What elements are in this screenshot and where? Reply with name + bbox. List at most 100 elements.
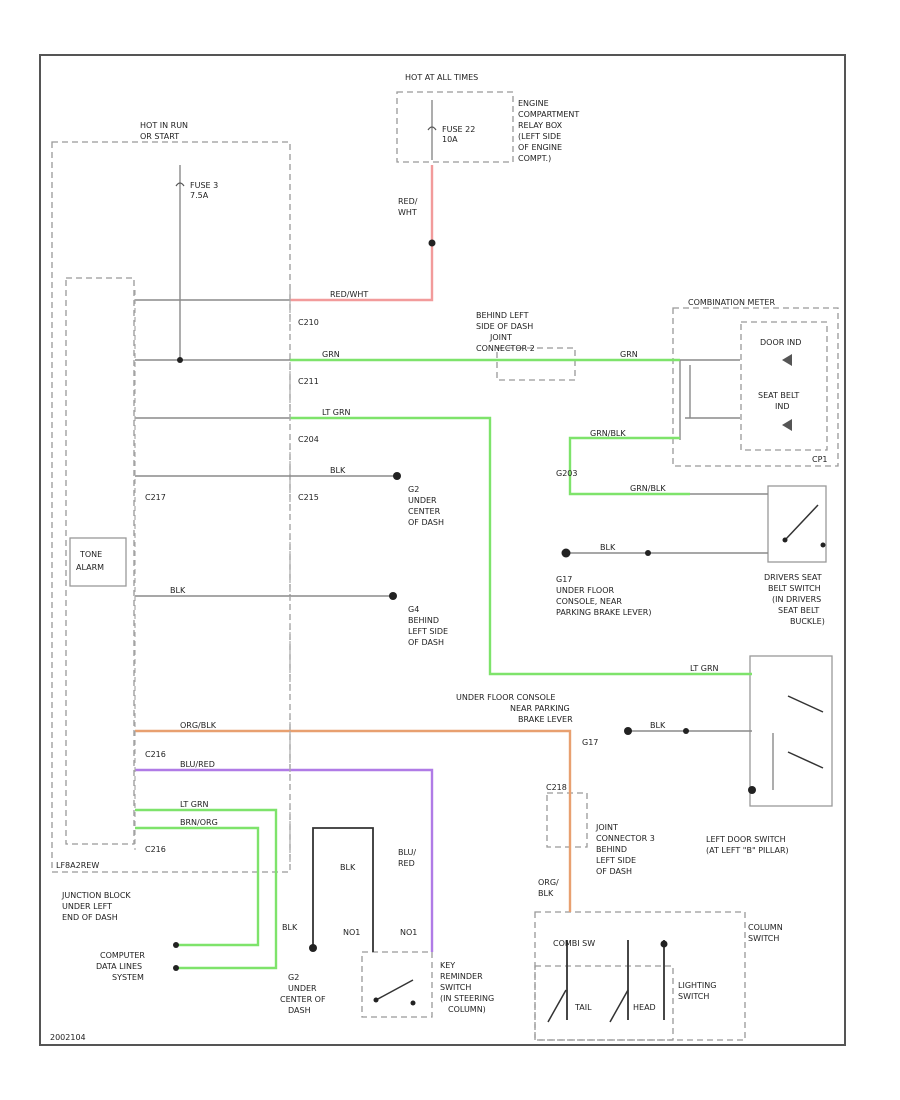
lt-grn-data-line (135, 808, 278, 970)
drivers-seat-label-5: BUCKLE) (790, 617, 825, 626)
g4-label-2: LEFT SIDE (408, 627, 448, 636)
seatbelt-switch-blade (784, 504, 819, 541)
key-switch-contact (410, 1000, 416, 1006)
g4-label-1: BEHIND (408, 616, 439, 625)
g2-label-2: CENTER (408, 507, 441, 516)
key-reminder-label-3: SWITCH (440, 983, 471, 992)
engine-box-label-3: RELAY BOX (518, 121, 563, 130)
red-wht-vertical-label-1: RED/ (398, 197, 418, 206)
meter-inner-outline (740, 321, 828, 451)
red-wht-wire (290, 165, 434, 302)
g4-label-3: OF DASH (408, 638, 444, 647)
joint2-label-4: CONNECTOR 2 (476, 344, 535, 353)
joint-connector-3-outline (546, 792, 588, 848)
g2b-ground-dot (309, 944, 317, 952)
g17-ground-dot (561, 548, 571, 558)
fuse22-icon (427, 126, 437, 131)
splice-dot-fuse3 (177, 357, 183, 363)
seat-belt-ind-icon (782, 419, 792, 431)
computer-label-2: DATA LINES (96, 962, 142, 971)
g2-label: G2 (408, 485, 419, 494)
head-label: HEAD (633, 1003, 656, 1012)
no1-label-1: NO1 (343, 928, 360, 937)
g4-ground-dot (389, 592, 397, 600)
g17-label-1: G17 (556, 575, 572, 584)
junction-label-1: JUNCTION BLOCK (61, 891, 131, 900)
data-line-dot-1 (173, 942, 179, 948)
under-floor-label-3: BRAKE LEVER (518, 715, 573, 724)
g2b-label-2: CENTER OF (280, 995, 326, 1004)
under-floor-label-2: NEAR PARKING (510, 704, 570, 713)
g2-label-1: UNDER (408, 496, 437, 505)
engine-box-label-1: ENGINE (518, 99, 549, 108)
combination-meter-outline (672, 307, 839, 467)
c211-label: C211 (298, 377, 319, 386)
engine-box-label-4: (LEFT SIDE (518, 132, 561, 141)
g2-label-3: OF DASH (408, 518, 444, 527)
g2-ground-dot (393, 472, 401, 480)
junction-tag-label: LF8A2REW (56, 861, 99, 870)
grn-wire-label-meter: GRN (620, 350, 638, 359)
engine-box-label-5: OF ENGINE (518, 143, 562, 152)
c215-label: C215 (298, 493, 319, 502)
hot-in-run-label-2: OR START (140, 132, 179, 141)
key-reminder-label-5: COLUMN) (448, 1005, 486, 1014)
column-sw-blade-2 (609, 989, 629, 1023)
c216-label-a: C216 (145, 750, 166, 759)
drivers-seat-label-1: DRIVERS SEAT (764, 573, 822, 582)
c216-label-b: C216 (145, 845, 166, 854)
computer-label-1: COMPUTER (100, 951, 145, 960)
blu-red-vertical-label-2: RED (398, 859, 415, 868)
tone-alarm-label-2: ALARM (76, 563, 104, 572)
splice-dot-red (428, 239, 436, 247)
org-blk-vertical-label-2: BLK (538, 889, 554, 898)
joint3-label-1: JOINT (595, 823, 618, 832)
key-reminder-label-2: REMINDER (440, 972, 483, 981)
key-reminder-label-1: KEY (440, 961, 455, 970)
g2b-label-1: UNDER (288, 984, 317, 993)
left-door-label-1: LEFT DOOR SWITCH (706, 835, 786, 844)
g203-label: G203 (556, 469, 577, 478)
column-sw-dot (660, 940, 668, 948)
blk-wire-label-g4: BLK (170, 586, 186, 595)
c217-label: C217 (145, 493, 166, 502)
g17b-ground-dot (624, 727, 632, 735)
joint2-label-3: JOINT (489, 333, 512, 342)
junction-label-2: UNDER LEFT (62, 902, 112, 911)
lt-grn-data-wire-label: LT GRN (180, 800, 209, 809)
seat-belt-ind-label-1: SEAT BELT (758, 391, 799, 400)
c210-label: C210 (298, 318, 319, 327)
door-switch-blade-1 (787, 695, 824, 713)
grn-wire-label: GRN (322, 350, 340, 359)
seatbelt-switch-pivot (782, 537, 788, 543)
tone-alarm-box (69, 537, 127, 587)
fuse22-label: FUSE 22 (442, 125, 475, 134)
g17-splice-dot (645, 550, 651, 556)
g17-label-2: UNDER FLOOR (556, 586, 615, 595)
c204-label: C204 (298, 435, 319, 444)
lt-grn-wire-label-door: LT GRN (690, 664, 719, 673)
org-blk-wire (135, 729, 572, 912)
blu-red-wire (135, 768, 434, 952)
door-switch-ground-dot (748, 786, 756, 794)
blk-wire-label-g2: BLK (330, 466, 346, 475)
joint3-label-2: CONNECTOR 3 (596, 834, 655, 843)
drivers-seat-belt-switch-box (767, 485, 827, 563)
left-door-switch-box (749, 655, 833, 807)
lighting-switch-label-1: LIGHTING (678, 981, 716, 990)
footer-tag-label: 2002104 (50, 1033, 86, 1042)
computer-label-3: SYSTEM (112, 973, 144, 982)
cp1-label: CP1 (812, 455, 828, 464)
column-switch-label-1: COLUMN (748, 923, 783, 932)
key-reminder-switch-outline (361, 951, 433, 1018)
joint2-label-2: SIDE OF DASH (476, 322, 533, 331)
key-switch-blade (375, 979, 414, 1001)
column-switch-label-2: SWITCH (748, 934, 779, 943)
key-reminder-label-4: (IN STEERING (440, 994, 494, 1003)
g17-label-4: PARKING BRAKE LEVER) (556, 608, 651, 617)
joint-connector-2-outline (496, 347, 576, 381)
engine-box-label-2: COMPARTMENT (518, 110, 579, 119)
no1-label-2: NO1 (400, 928, 417, 937)
blk-vertical-label: BLK (282, 923, 298, 932)
